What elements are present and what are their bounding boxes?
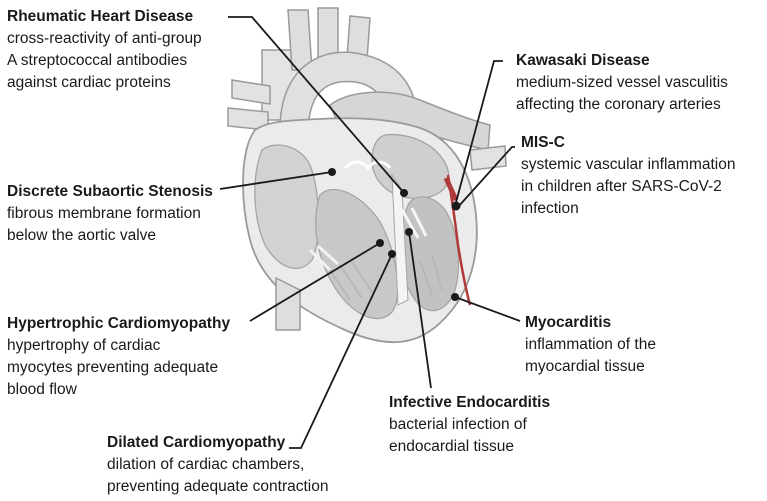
interventricular-septum bbox=[391, 173, 409, 306]
label-dilated-cardiomyopathy: Dilated Cardiomyopathy dilation of cardi… bbox=[107, 432, 328, 498]
dot-dilated bbox=[388, 250, 396, 258]
dot-hypertrophic bbox=[376, 239, 384, 247]
coronary-artery-segment bbox=[443, 176, 459, 202]
label-line: affecting the coronary arteries bbox=[516, 96, 721, 113]
label-line: hypertrophy of cardiac bbox=[7, 337, 161, 354]
label-line: fibrous membrane formation bbox=[7, 205, 201, 222]
label-title: Hypertrophic Cardiomyopathy bbox=[7, 315, 231, 332]
label-line: inflammation of the bbox=[525, 336, 656, 353]
leader-dilated bbox=[289, 253, 393, 449]
label-line: blood flow bbox=[7, 381, 77, 398]
label-line: endocardial tissue bbox=[389, 438, 514, 455]
label-line: myocardial tissue bbox=[525, 358, 645, 375]
anchor-dots bbox=[328, 168, 461, 301]
inferior-vena-cava bbox=[275, 276, 301, 331]
label-line: A streptococcal antibodies bbox=[7, 52, 188, 69]
label-line: medium-sized vessel vasculitis bbox=[516, 74, 728, 91]
label-mis-c: MIS-C systemic vascular inflammation in … bbox=[521, 132, 735, 220]
label-line: systemic vascular inflammation bbox=[521, 156, 736, 173]
label-title: Myocarditis bbox=[525, 314, 612, 331]
dot-coronary bbox=[451, 201, 461, 211]
leader-kawasaki bbox=[454, 60, 503, 207]
label-infective-endocarditis: Infective Endocarditis bacterial infecti… bbox=[389, 392, 550, 458]
label-line: myocytes preventing adequate bbox=[7, 359, 219, 376]
dot-myocarditis bbox=[451, 293, 459, 301]
aortic-branch-1 bbox=[287, 9, 313, 71]
label-myocarditis: Myocarditis inflammation of the myocardi… bbox=[525, 312, 656, 378]
dot-rheumatic bbox=[400, 189, 408, 197]
label-line: bacterial infection of bbox=[389, 416, 527, 433]
leader-misc bbox=[457, 146, 515, 208]
label-title: Discrete Subaortic Stenosis bbox=[7, 183, 213, 200]
label-hypertrophic-cardiomyopathy: Hypertrophic Cardiomyopathy hypertrophy … bbox=[7, 313, 230, 401]
mitral-valve bbox=[400, 207, 428, 239]
label-rheumatic-heart-disease: Rheumatic Heart Disease cross-reactivity… bbox=[7, 6, 202, 94]
label-line: infection bbox=[521, 200, 579, 217]
label-kawasaki-disease: Kawasaki Disease medium-sized vessel vas… bbox=[516, 50, 728, 116]
leader-endocarditis bbox=[408, 231, 432, 389]
leader-lines bbox=[219, 16, 521, 449]
pulmonary-vein-left-1 bbox=[231, 79, 271, 105]
leader-myocarditis bbox=[454, 296, 521, 322]
left-atrium bbox=[371, 133, 450, 199]
label-title: Kawasaki Disease bbox=[516, 52, 650, 69]
label-title: MIS-C bbox=[521, 134, 565, 151]
tricuspid-valve bbox=[308, 244, 340, 272]
leader-hypertrophic bbox=[249, 242, 381, 322]
pulmonary-vein-right bbox=[469, 145, 507, 171]
label-line: in children after SARS-CoV-2 bbox=[521, 178, 722, 195]
heart-illustration bbox=[227, 7, 507, 343]
trabeculae-right bbox=[329, 261, 373, 301]
aortic-valve bbox=[343, 160, 392, 171]
label-discrete-subaortic-stenosis: Discrete Subaortic Stenosis fibrous memb… bbox=[7, 181, 213, 247]
label-line: against cardiac proteins bbox=[7, 74, 171, 91]
leader-rheumatic bbox=[228, 16, 405, 194]
dot-endocarditis bbox=[405, 228, 413, 236]
label-title: Dilated Cardiomyopathy bbox=[107, 434, 286, 451]
label-line: preventing adequate contraction bbox=[107, 478, 329, 495]
label-line: below the aortic valve bbox=[7, 227, 157, 244]
trabeculae-left bbox=[419, 254, 443, 296]
label-title: Rheumatic Heart Disease bbox=[7, 8, 194, 25]
dot-subaortic bbox=[328, 168, 336, 176]
label-line: dilation of cardiac chambers, bbox=[107, 456, 305, 473]
label-title: Infective Endocarditis bbox=[389, 394, 551, 411]
label-line: cross-reactivity of anti-group bbox=[7, 30, 202, 47]
leader-subaortic bbox=[219, 171, 333, 190]
